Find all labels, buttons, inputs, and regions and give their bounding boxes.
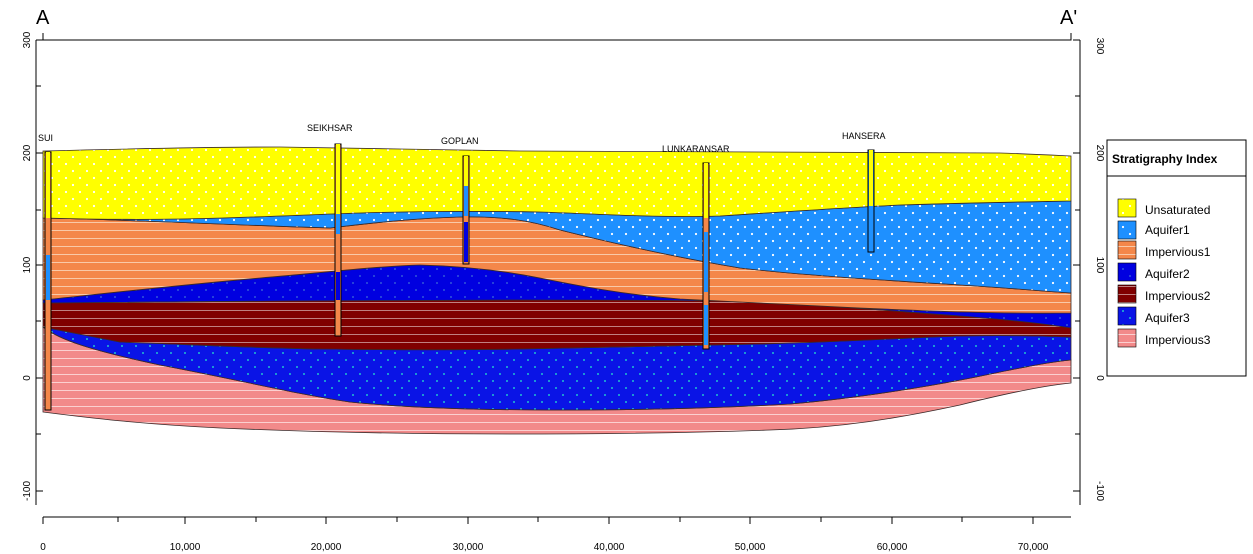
distance-tick-labels: 0 10,000 20,000 30,000 40,000 50,000 60,… (40, 542, 1049, 553)
legend-title: Stratigraphy Index (1112, 152, 1218, 166)
well-label: SEIKHSAR (307, 123, 353, 133)
wells: SUI SEIKHSAR GOPLAN LUNKARANSAR HANSER (38, 123, 886, 411)
legend-item: Unsaturated (1117, 198, 1210, 218)
legend-swatch (1117, 284, 1137, 304)
legend-item: Impervious1 (1117, 240, 1211, 260)
well-hansera: HANSERA (842, 131, 886, 253)
well-label: GOPLAN (441, 136, 479, 146)
well-sui: SUI (38, 133, 53, 411)
left-tick-label: 300 (22, 31, 33, 48)
well-seikhsar: SEIKHSAR (307, 123, 353, 337)
distance-axis (42, 516, 1071, 524)
left-tick-label: 0 (22, 375, 33, 381)
distance-tick-label: 60,000 (877, 542, 908, 553)
legend-label: Aquifer1 (1145, 223, 1190, 237)
legend-label: Aquifer2 (1145, 267, 1190, 281)
left-tick-label: 200 (22, 144, 33, 161)
distance-tick-label: 10,000 (170, 542, 201, 553)
section-start-label: A (36, 7, 50, 29)
well-lunkaransar: LUNKARANSAR (662, 144, 730, 350)
right-tick-label: 0 (1094, 375, 1105, 381)
legend-swatch (1117, 198, 1137, 218)
well-label: HANSERA (842, 131, 886, 141)
left-tick-label: 100 (22, 256, 33, 273)
well-label: LUNKARANSAR (662, 144, 730, 154)
legend-swatch (1117, 328, 1137, 348)
distance-tick-label: 70,000 (1018, 542, 1049, 553)
legend-item: Aquifer2 (1117, 262, 1190, 282)
section-end-label: A' (1060, 7, 1077, 29)
legend-item: Impervious2 (1117, 284, 1211, 304)
right-elevation-tick-labels: 300 200 100 0 -100 (1094, 38, 1105, 502)
section-top-bracket (42, 33, 1072, 41)
legend-label: Unsaturated (1145, 203, 1210, 217)
right-tick-label: -100 (1094, 481, 1105, 501)
legend-item: Aquifer3 (1117, 306, 1190, 326)
legend-label: Impervious1 (1145, 245, 1211, 259)
legend-swatch (1117, 306, 1137, 326)
distance-tick-label: 50,000 (735, 542, 766, 553)
legend-swatch (1117, 240, 1137, 260)
well-label: SUI (38, 133, 53, 143)
left-elevation-axis (35, 39, 43, 505)
distance-tick-label: 20,000 (311, 542, 342, 553)
distance-tick-label: 30,000 (453, 542, 484, 553)
stratigraphy-layers (42, 146, 1072, 435)
left-elevation-tick-labels: 300 200 100 0 -100 (22, 31, 33, 501)
layer-unsaturated (42, 146, 1072, 220)
left-tick-label: -100 (22, 481, 33, 501)
right-tick-label: 200 (1094, 145, 1105, 162)
legend: Stratigraphy Index Unsaturated Aquifer1 … (1106, 139, 1247, 377)
right-elevation-axis (1073, 39, 1081, 505)
legend-item: Impervious3 (1117, 328, 1211, 348)
right-tick-label: 100 (1094, 257, 1105, 274)
legend-item: Aquifer1 (1117, 220, 1190, 240)
distance-tick-label: 0 (40, 542, 46, 553)
legend-swatch (1117, 220, 1137, 240)
right-tick-label: 300 (1094, 38, 1105, 55)
well-goplan: GOPLAN (441, 136, 479, 265)
legend-swatch (1117, 262, 1137, 282)
legend-label: Impervious2 (1145, 289, 1211, 303)
distance-tick-label: 40,000 (594, 542, 625, 553)
legend-label: Aquifer3 (1145, 311, 1190, 325)
legend-label: Impervious3 (1145, 333, 1211, 347)
